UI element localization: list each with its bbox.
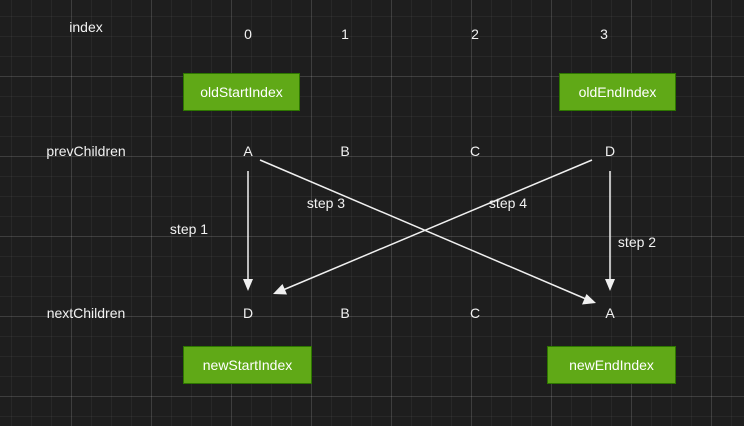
next-child-a: A: [605, 305, 615, 321]
next-children-row-label: nextChildren: [46, 305, 126, 321]
prev-children-row-label: prevChildren: [46, 143, 126, 159]
index-row-label: index: [69, 19, 103, 35]
old-start-index-box: oldStartIndex: [183, 73, 300, 111]
step1-label: step 1: [169, 221, 209, 237]
prev-child-c: C: [469, 143, 481, 159]
prev-child-b: B: [340, 143, 350, 159]
old-end-index-box: oldEndIndex: [559, 73, 676, 111]
prev-child-d: D: [604, 143, 616, 159]
step2-label: step 2: [617, 234, 657, 250]
prev-child-a: A: [243, 143, 253, 159]
step4-label: step 4: [488, 195, 528, 211]
index-1: 1: [341, 26, 349, 42]
index-3: 3: [600, 26, 608, 42]
step3-arrowhead: [582, 294, 596, 305]
step4-arrowhead: [273, 284, 287, 295]
step1-arrowhead: [243, 279, 253, 291]
step4-arrow: [282, 159, 593, 291]
step2-arrowhead: [605, 279, 615, 291]
next-child-b: B: [340, 305, 350, 321]
new-end-index-box: newEndIndex: [547, 346, 676, 384]
step3-label: step 3: [306, 195, 346, 211]
step3-arrow: [259, 159, 587, 300]
new-start-index-box: newStartIndex: [183, 346, 312, 384]
next-child-d: D: [242, 305, 254, 321]
next-child-c: C: [469, 305, 481, 321]
index-0: 0: [244, 26, 252, 42]
index-2: 2: [471, 26, 479, 42]
